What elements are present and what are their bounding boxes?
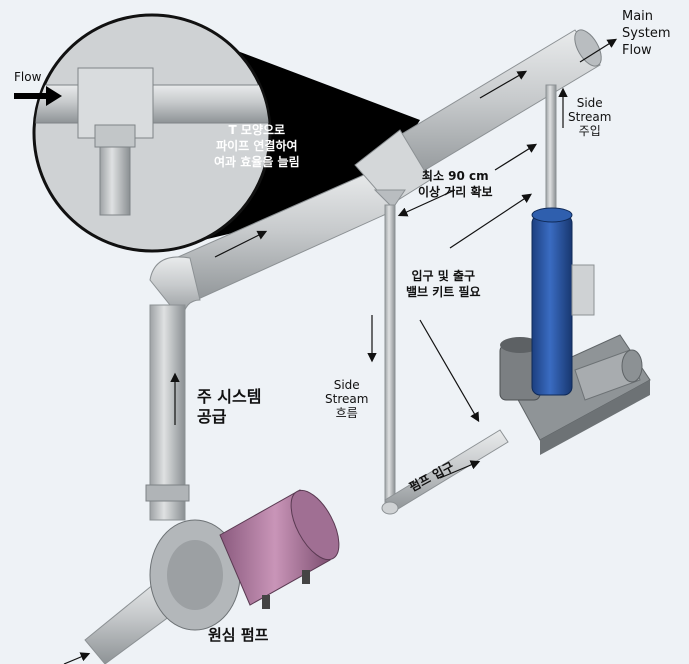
distance-arrow-right: [494, 143, 538, 171]
filter-housing: [531, 214, 573, 396]
filter-outlet-valve: [571, 264, 595, 316]
side-pump-face: [621, 349, 643, 383]
pump-foot-2: [302, 570, 310, 584]
magnifier-content: [35, 67, 269, 216]
distance-arrow-left: [397, 189, 456, 217]
pump-inlet-arrow: [439, 460, 481, 479]
min-distance-label: 최소 90 cm 이상 거리 확보: [418, 169, 493, 199]
main-pipe-end: [574, 29, 602, 67]
pump-motor-endcap: [290, 489, 340, 561]
valve-kit-label: 입구 및 출구 밸브 키트 필요: [406, 269, 481, 299]
main-supply-pipe: [149, 304, 186, 521]
pipe-flange: [145, 484, 190, 502]
valve-leader-lower: [419, 319, 480, 423]
side-stream-flow-label: Side Stream 흐름: [325, 378, 369, 420]
main-system-supply-label: 주 시스템 공급: [197, 387, 262, 426]
side-stream-elbow: [381, 501, 399, 515]
pump-volute-center: [167, 540, 223, 610]
injection-pipe: [545, 84, 557, 226]
main-flow-arrow: [579, 38, 618, 63]
suction-arrow: [63, 652, 91, 664]
tee-note-label: T 모양으로 파이프 연결하여 여과 효율을 늘림: [214, 123, 300, 169]
pipe-arrow-upper: [479, 70, 528, 99]
pump-foot-1: [262, 595, 270, 609]
filter-lid: [531, 207, 573, 223]
valve-leader-upper: [449, 193, 533, 249]
flow-label: Flow: [14, 70, 42, 84]
flow-arrow-head: [46, 86, 62, 106]
pipe-arrow-lower: [214, 230, 268, 258]
main-system-flow-label: Main System Flow: [622, 9, 671, 58]
skid-base-edge: [540, 380, 650, 455]
side-stream-injection-label: Side Stream 주입: [568, 96, 612, 138]
tee-reducer: [373, 189, 406, 209]
centrifugal-pump-label: 원심 펌프: [208, 626, 269, 644]
side-motor-top: [500, 337, 540, 353]
side-stream-pipe: [384, 204, 396, 511]
